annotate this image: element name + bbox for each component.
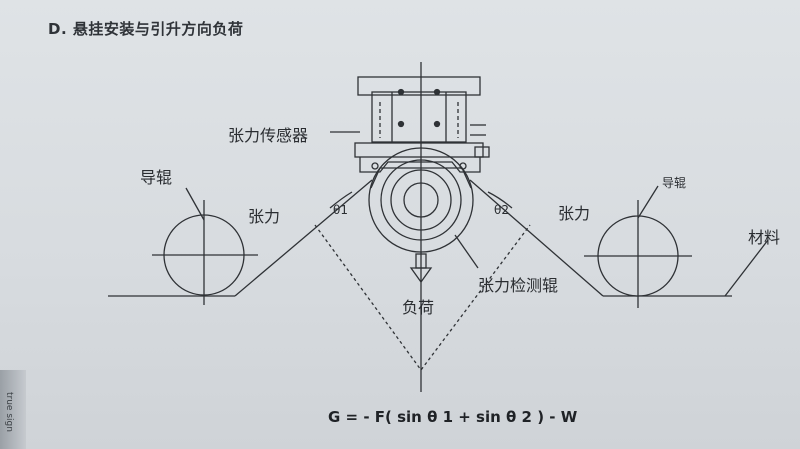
label-material: 材料: [748, 228, 781, 247]
label-tension-right: 张力: [558, 204, 591, 223]
label-theta1: θ1: [333, 203, 348, 217]
label-detect-roller: 张力检测辊: [478, 276, 559, 295]
label-guide-roller-left: 导辊: [140, 168, 173, 187]
label-tension-sensor: 张力传感器: [228, 126, 309, 145]
book-spine-edge: [0, 370, 26, 449]
housing-screw: [371, 162, 379, 170]
sensor-plate-tab: [474, 146, 490, 158]
label-guide-roller-right: 导辊: [662, 176, 687, 190]
web-right-falling: [469, 179, 604, 297]
load-arrow-head: [409, 267, 433, 284]
mount-top-flange: [357, 76, 481, 96]
spine-text: true sign: [4, 392, 14, 432]
label-theta2: θ2: [494, 203, 509, 217]
section-heading: D. 悬挂安装与引升方向负荷: [48, 20, 244, 38]
sensor-plate: [354, 142, 484, 158]
label-load: 负荷: [402, 298, 435, 317]
leader-guide-right: [637, 185, 659, 219]
label-tension-left: 张力: [248, 207, 281, 226]
leader-detect-roller: [454, 234, 479, 269]
mount-bracket-body: [371, 91, 467, 143]
web-left-rising: [234, 179, 373, 297]
force-triangle: [314, 224, 531, 372]
leader-guide-left: [185, 187, 205, 221]
theta2-arc: [487, 191, 513, 209]
sensor-housing: [359, 157, 481, 173]
bolt-hole: [397, 88, 405, 96]
load-formula: G = - F( sin θ 1 + sin θ 2 ) - W: [328, 408, 578, 426]
bolt-hole: [433, 120, 441, 128]
bolt-hole: [433, 88, 441, 96]
bolt-hole: [397, 120, 405, 128]
theta1-arc: [329, 191, 353, 209]
leader-material: [724, 239, 769, 297]
